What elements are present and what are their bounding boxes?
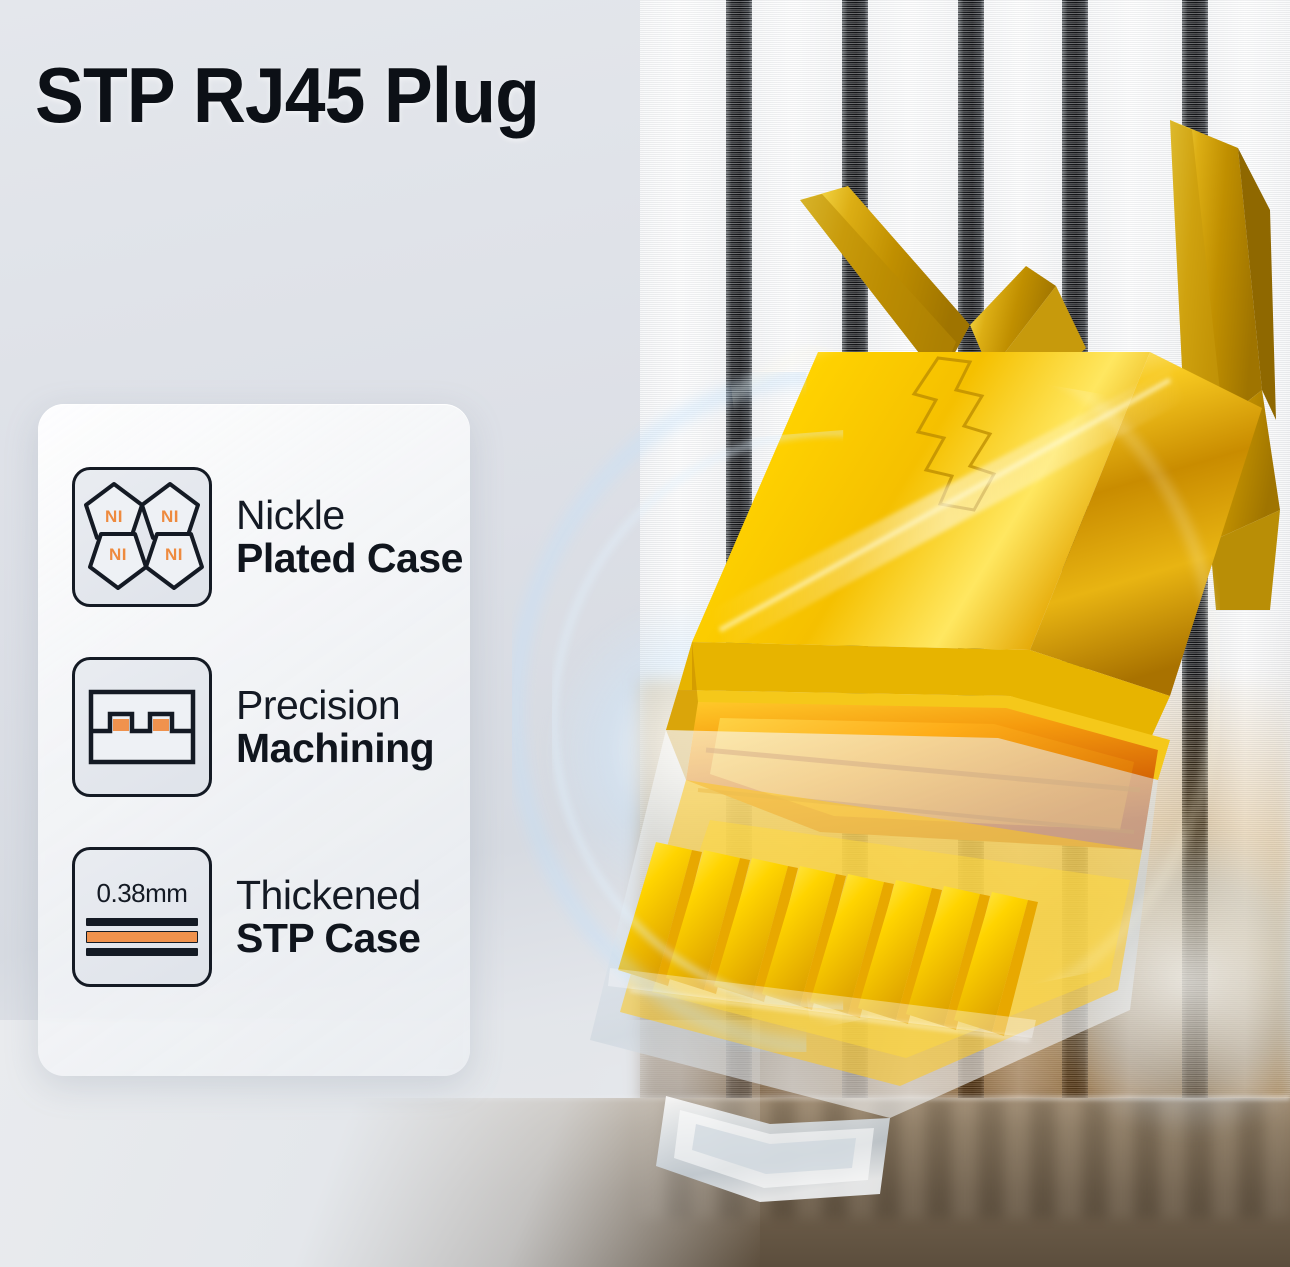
bar-top-black	[86, 918, 198, 926]
feature-item-precision-machining: Precision Machining	[72, 656, 470, 798]
feature-label-line2: Machining	[236, 725, 435, 771]
feature-card: NI NI NI NI Nickl	[38, 404, 470, 1076]
pentagon-bottom-right: NI	[143, 531, 205, 591]
precision-machining-icon	[72, 657, 212, 797]
feature-label-line2: STP Case	[236, 915, 421, 961]
bar-bottom-black	[86, 948, 198, 956]
nickel-pentagons-icon: NI NI NI NI	[72, 467, 212, 607]
thickness-value: 0.38mm	[96, 878, 188, 908]
plug-latch-base	[656, 1096, 890, 1202]
strain-relief-tabs	[800, 120, 1280, 610]
feature-label-line2: Plated Case	[236, 535, 463, 581]
pentagon-bottom-left: NI	[87, 531, 149, 591]
bar-middle-orange	[86, 931, 198, 943]
feature-item-nickle-plated-case: NI NI NI NI Nickl	[72, 466, 470, 608]
pentagon-label: NI	[109, 545, 127, 564]
feature-label-line1: Thickened	[236, 872, 421, 919]
feature-label-line1: Precision	[236, 682, 401, 729]
pentagon-label: NI	[105, 507, 123, 526]
feature-label-line1: Nickle	[236, 492, 345, 539]
thickness-bars-icon: 0.38mm	[72, 847, 212, 987]
pentagon-label: NI	[161, 507, 179, 526]
page-title: STP RJ45 Plug	[35, 51, 540, 139]
pentagon-label: NI	[165, 545, 183, 564]
feature-item-thickened-stp-case: 0.38mm Thickened STP Case	[72, 846, 470, 988]
pentagon-top-left: NI	[83, 481, 145, 541]
